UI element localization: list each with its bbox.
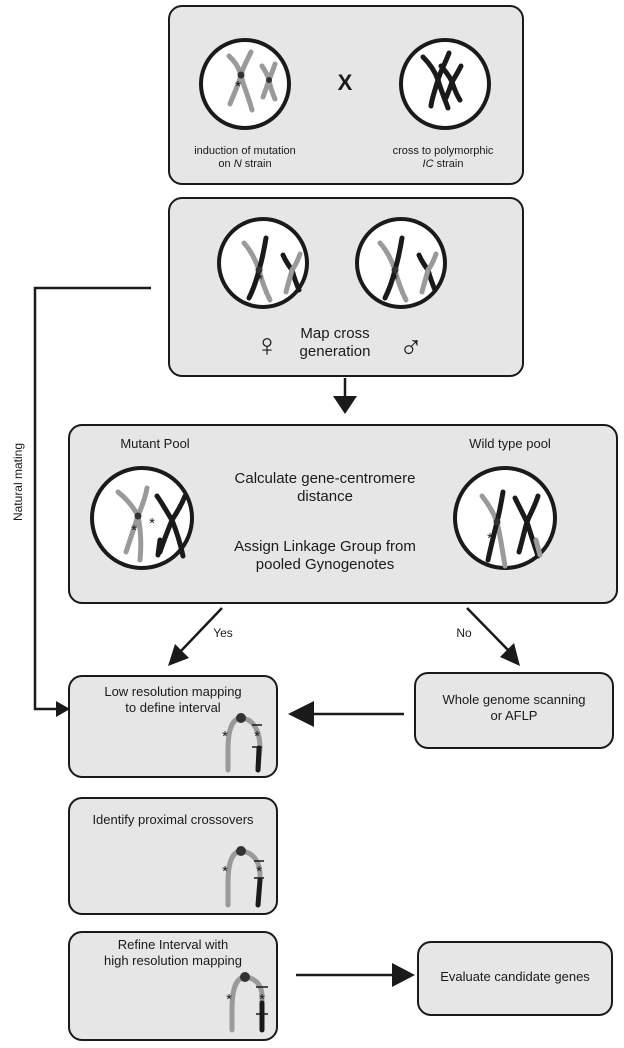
- evaluate-genes-box: [417, 941, 613, 1016]
- caption-prefix: on: [218, 158, 234, 171]
- low-resolution-text: Low resolution mapping to define interva…: [78, 684, 268, 715]
- mutation-marker: *: [257, 271, 263, 288]
- induction-caption: induction of mutation on N strain: [180, 145, 310, 171]
- whole-genome-line2: or AFLP: [490, 707, 538, 723]
- gene-centromere-text: Calculate gene-centromere distance: [220, 470, 430, 506]
- mutation-marker: *: [235, 78, 241, 95]
- male-symbol: ♂: [399, 329, 423, 365]
- refine-interval-box: [68, 931, 278, 1041]
- yes-label: Yes: [213, 626, 233, 640]
- female-symbol: ♀: [255, 327, 279, 363]
- pool-text-line4: pooled Gynogenotes: [255, 556, 395, 573]
- cross-symbol: X: [337, 70, 353, 95]
- caption-suffix: strain: [433, 158, 464, 171]
- map-cross-line2: generation: [299, 343, 371, 360]
- mutation-marker: *: [254, 728, 260, 745]
- refine-interval-text: Refine Interval with high resolution map…: [78, 937, 268, 968]
- refine-interval-line1: Refine Interval with: [117, 937, 229, 952]
- whole-genome-text: Whole genome scanning or AFLP: [418, 692, 610, 723]
- proximal-crossovers-box: [68, 797, 278, 915]
- pool-text-line3: Assign Linkage Group from: [234, 538, 416, 555]
- mutation-marker: *: [131, 522, 137, 539]
- polymorphic-caption: cross to polymorphic IC strain: [378, 145, 508, 171]
- low-resolution-line2: to define interval: [125, 699, 221, 715]
- low-resolution-box: [68, 675, 278, 778]
- proximal-crossovers-text: Identify proximal crossovers: [92, 812, 254, 827]
- chromosome-pair-wild: [420, 50, 464, 111]
- polymorphic-caption-line2: IC strain: [378, 158, 508, 171]
- map-cross-label: Map cross generation: [280, 325, 390, 361]
- mutation-marker: *: [259, 991, 265, 1008]
- nucleus-circle-ic: [399, 38, 491, 130]
- wild-type-pool-label: Wild type pool: [469, 436, 551, 451]
- linkage-group-text: Assign Linkage Group from pooled Gynogen…: [220, 538, 430, 574]
- refine-interval-line2: high resolution mapping: [103, 952, 243, 968]
- map-cross-line1: Map cross: [300, 325, 370, 342]
- low-resolution-line1: Low resolution mapping: [104, 684, 242, 699]
- pool-text-line2: distance: [297, 488, 353, 505]
- mutation-marker: *: [392, 271, 398, 288]
- mutation-marker: *: [226, 991, 232, 1008]
- mutation-marker: *: [222, 863, 228, 880]
- mutation-marker: *: [487, 530, 493, 547]
- strain-name-n: N: [233, 158, 242, 171]
- caption-suffix: strain: [241, 158, 272, 171]
- pool-text-line1: Calculate gene-centromere: [234, 470, 416, 487]
- mutation-marker: *: [149, 515, 155, 532]
- arrow-connectors: [33, 286, 509, 977]
- whole-genome-line1: Whole genome scanning: [442, 692, 586, 707]
- natural-mating-label: Natural mating: [11, 442, 25, 522]
- mutation-marker: *: [222, 728, 228, 745]
- evaluate-genes-text: Evaluate candidate genes: [440, 969, 590, 984]
- induction-caption-line1: induction of mutation: [194, 145, 296, 157]
- mutation-marker: *: [256, 863, 262, 880]
- arrow-heads: [56, 396, 520, 987]
- induction-caption-line2: on N strain: [180, 158, 310, 171]
- whole-genome-box: [414, 672, 614, 749]
- no-label: No: [456, 626, 472, 640]
- polymorphic-caption-line1: cross to polymorphic: [392, 145, 494, 157]
- strain-name-ic: IC: [422, 158, 434, 171]
- mutant-pool-label: Mutant Pool: [120, 436, 190, 451]
